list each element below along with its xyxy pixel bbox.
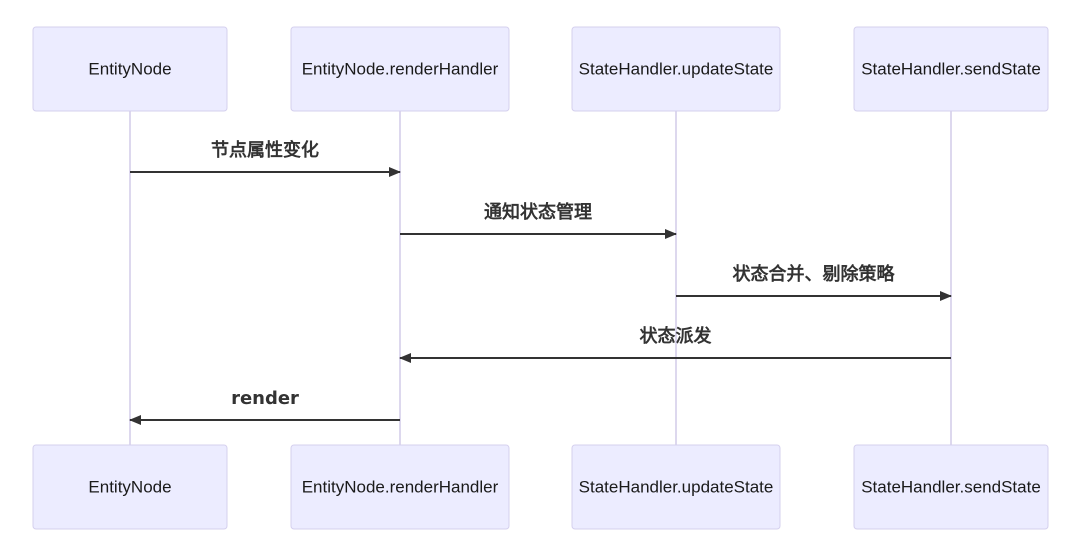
message-1: 节点属性变化 [130,139,401,177]
actor-box [32,444,228,530]
lifelines [129,111,952,445]
actors-bottom: EntityNode EntityNode.renderHandler StateH… [32,444,1049,530]
actor-box [571,26,781,112]
actor-label: EntityNode [88,478,171,497]
actor-bottom-send-state: StateHandler.sendState [853,444,1049,530]
message-label: render [231,388,299,409]
actor-box [853,26,1049,112]
actor-bottom-update-state: StateHandler.updateState [571,444,781,530]
message-5: render [129,388,400,425]
actor-label: StateHandler.updateState [579,478,774,497]
message-label: 节点属性变化 [211,139,319,161]
actor-label: EntityNode.renderHandler [302,478,499,497]
message-label: 状态派发 [640,325,713,347]
actor-top-entity-node: EntityNode [32,26,228,112]
message-label: 通知状态管理 [484,201,592,223]
actor-box [290,444,510,530]
actor-top-update-state: StateHandler.updateState [571,26,781,112]
actor-top-render-handler: EntityNode.renderHandler [290,26,510,112]
message-label: 状态合并、剔除策略 [733,263,896,285]
actor-top-send-state: StateHandler.sendState [853,26,1049,112]
actor-box [571,444,781,530]
message-2: 通知状态管理 [400,201,677,239]
actor-label: StateHandler.sendState [861,60,1041,79]
actors-top: EntityNode EntityNode.renderHandler StateH… [32,26,1049,112]
message-3: 状态合并、剔除策略 [676,263,952,301]
actor-bottom-entity-node: EntityNode [32,444,228,530]
actor-label: EntityNode [88,60,171,79]
actor-label: EntityNode.renderHandler [302,60,499,79]
actor-box [290,26,510,112]
actor-bottom-render-handler: EntityNode.renderHandler [290,444,510,530]
actor-label: StateHandler.sendState [861,478,1041,497]
actor-box [853,444,1049,530]
actor-box [32,26,228,112]
message-4: 状态派发 [399,325,951,363]
actor-label: StateHandler.updateState [579,60,774,79]
